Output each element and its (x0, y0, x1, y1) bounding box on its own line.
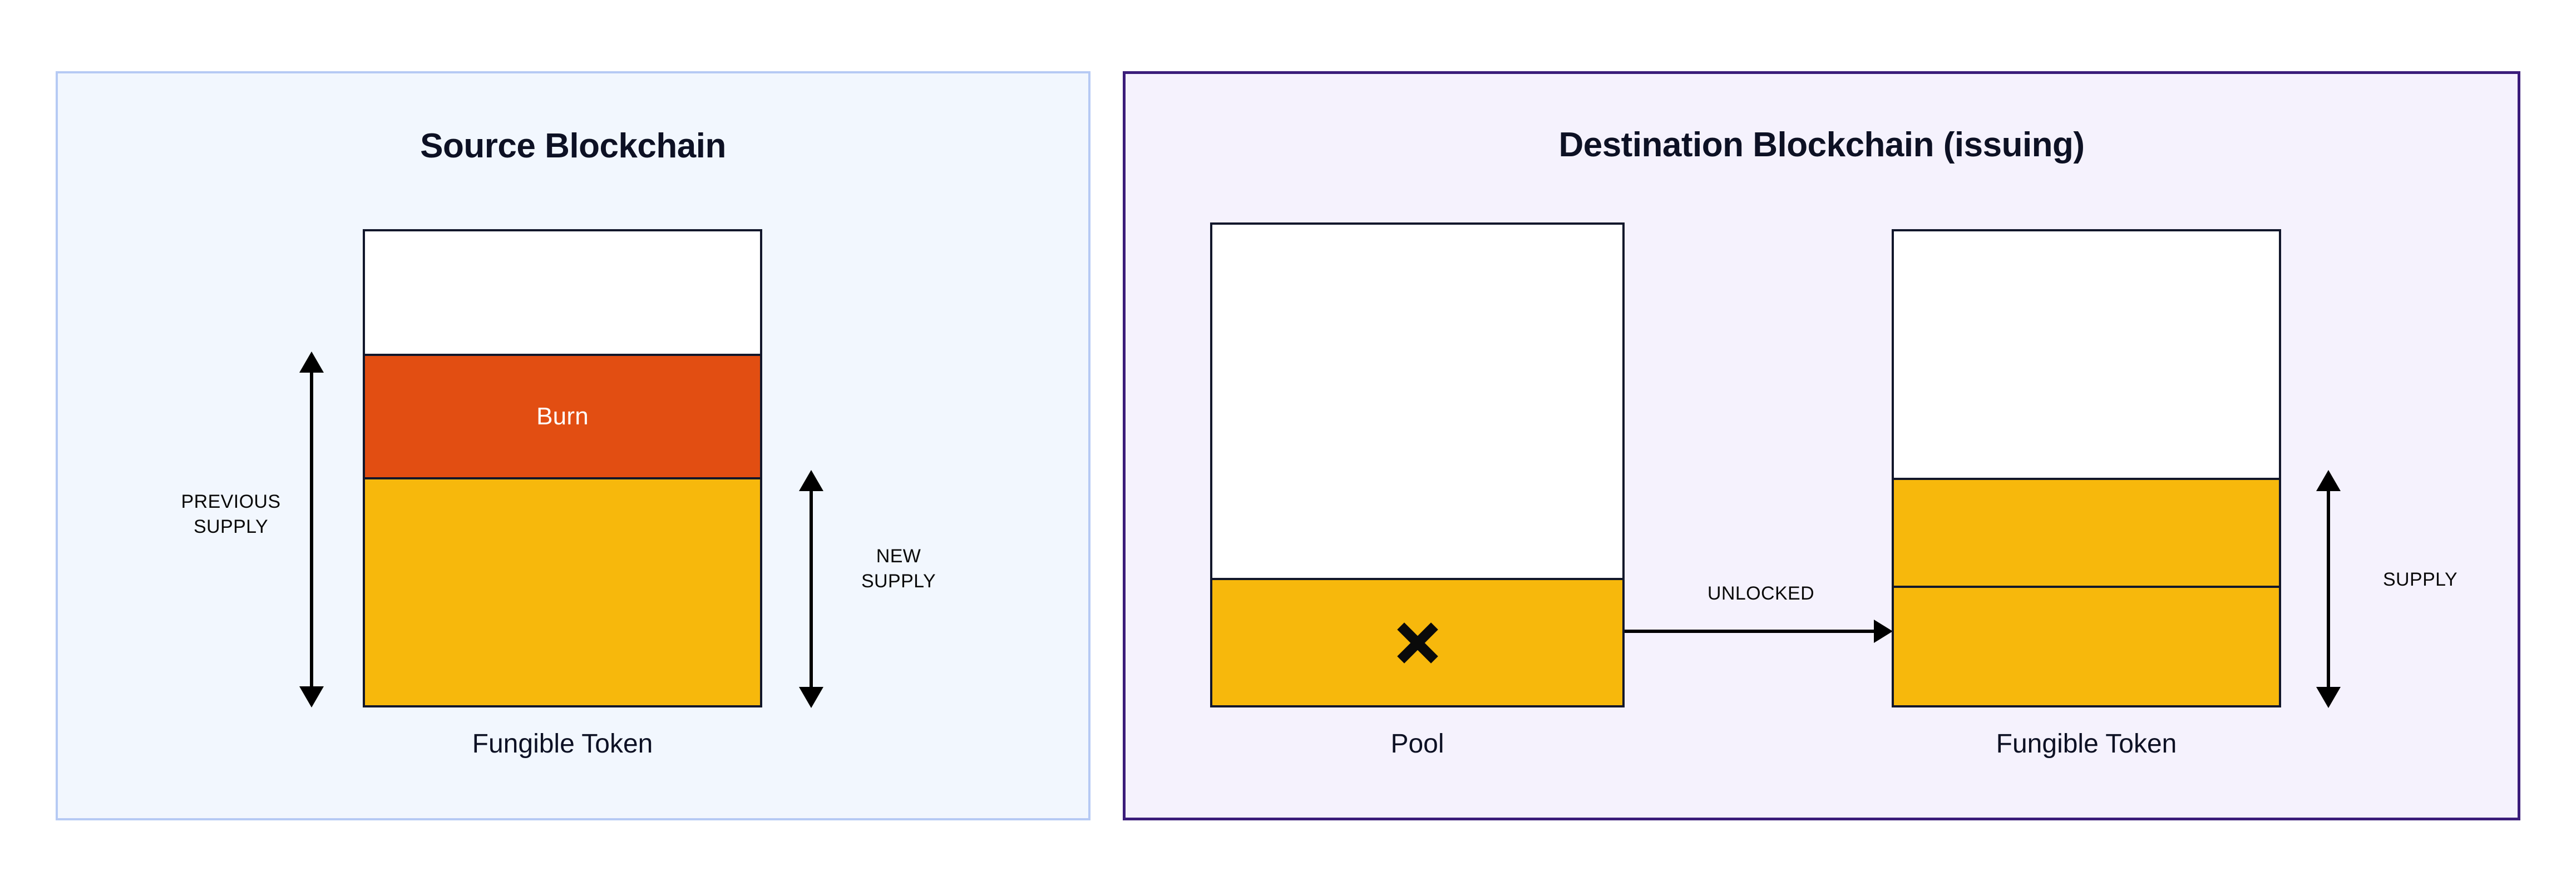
source-token-headroom-segment (365, 231, 760, 354)
destination-supply-label: SUPPLY (2382, 569, 2458, 590)
pool-headroom-segment (1212, 225, 1622, 578)
x-mark-icon (1394, 619, 1442, 667)
pool-stack (1210, 222, 1625, 707)
pool-locked-remaining-segment (1212, 578, 1622, 705)
previous-supply-label: PREVIOUS SUPPLY (181, 491, 281, 537)
arrow-shaft (1625, 630, 1876, 633)
source-fungible-token-caption: Fungible Token (472, 729, 653, 759)
dest-token-headroom-segment (1894, 231, 2279, 478)
burn-segment-label: Burn (536, 403, 589, 430)
new-supply-label: NEW SUPPLY (861, 546, 936, 592)
source-panel-title: Source Blockchain (420, 127, 726, 165)
pool-caption: Pool (1390, 729, 1444, 759)
source-token-burn-segment: Burn (365, 354, 760, 479)
arrow-shaft (310, 368, 313, 691)
unlocked-arrow-label: UNLOCKED (1707, 583, 1815, 604)
arrow-shaft (810, 487, 813, 691)
arrow-shaft (2327, 487, 2330, 691)
unlocked-transfer-arrow (1625, 619, 1893, 644)
arrow-head-right-icon (1874, 620, 1893, 643)
previous-supply-measure-arrow (299, 352, 324, 707)
destination-fungible-token-stack (1892, 229, 2281, 707)
dest-token-existing-supply-segment (1894, 478, 2279, 586)
destination-fungible-token-caption: Fungible Token (1996, 729, 2177, 759)
new-supply-measure-arrow (799, 470, 823, 708)
arrow-head-down-icon (2316, 687, 2341, 708)
dest-token-newly-unlocked-segment (1894, 586, 2279, 705)
arrow-head-down-icon (299, 686, 324, 707)
destination-panel-title: Destination Blockchain (issuing) (1558, 126, 2085, 164)
arrow-head-down-icon (799, 687, 823, 708)
source-token-remaining-supply-segment (365, 479, 760, 705)
source-fungible-token-stack: Burn (363, 229, 762, 707)
destination-supply-measure-arrow (2316, 470, 2341, 708)
